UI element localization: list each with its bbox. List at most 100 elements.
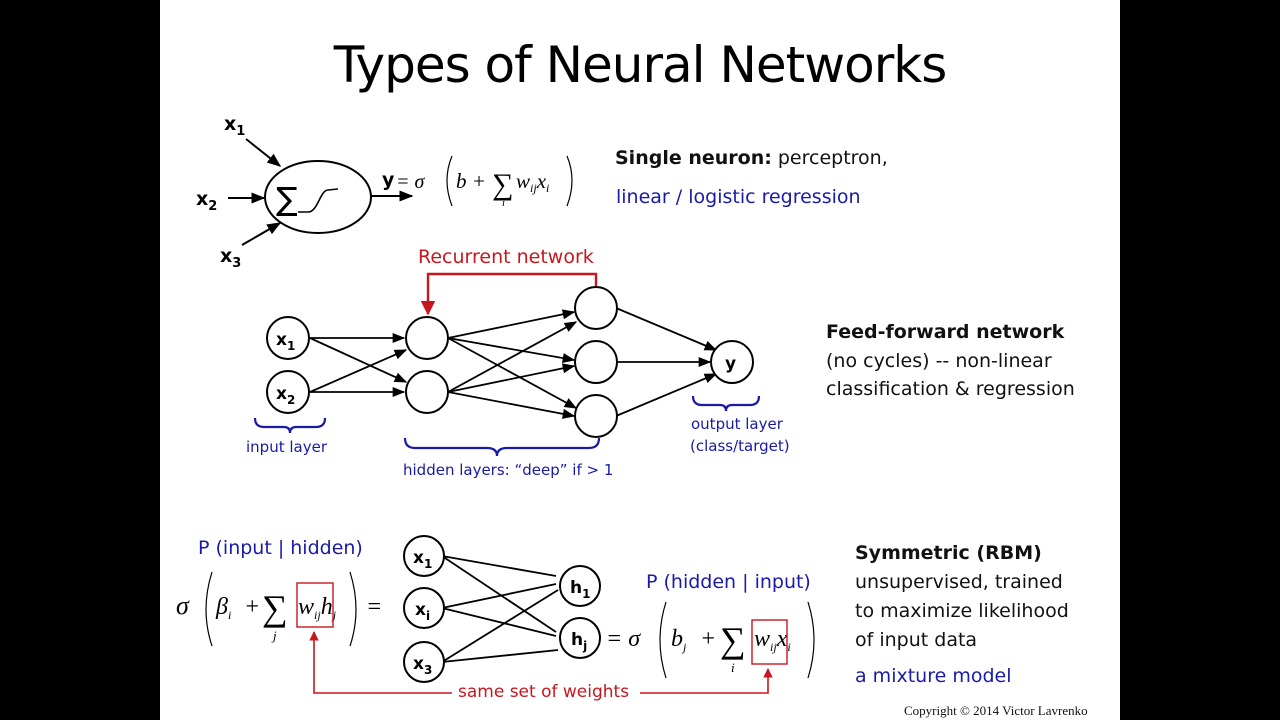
svg-text:j: j — [271, 628, 277, 643]
shared-weights-arrow-right — [640, 668, 773, 694]
svg-text:i: i — [502, 197, 505, 209]
neuron-formula: = σ b + ∑ i wijxi — [396, 155, 573, 209]
svg-text:∑: ∑ — [492, 168, 513, 201]
paren-right — [349, 571, 357, 647]
svg-text:wijhj: wijhj — [298, 594, 337, 622]
feed-forward-desc-2: classification & regression — [826, 378, 1075, 400]
svg-text:σ: σ — [176, 591, 190, 620]
hidden2-node — [574, 394, 618, 438]
neuron-input-x1: x1 — [224, 113, 245, 139]
copyright-notice: Copyright © 2014 Victor Lavrenko — [904, 703, 1088, 718]
same-weights-label: same set of weights — [458, 682, 630, 702]
svg-text:wijxi: wijxi — [516, 169, 549, 195]
edge — [309, 337, 408, 383]
visible-node — [403, 641, 445, 683]
output-node — [710, 340, 754, 384]
edge — [441, 583, 557, 609]
hidden-node — [559, 617, 601, 659]
slide: Types of Neural Networks x1 x2 x3 ∑ y — [160, 0, 1120, 720]
sigmoid-icon — [298, 188, 339, 213]
input-layer-label: input layer — [246, 438, 327, 456]
edge — [447, 321, 578, 393]
input-node-x1 — [266, 316, 310, 360]
svg-text:bj: bj — [671, 626, 687, 654]
hidden-node-label: hj — [571, 630, 587, 653]
hidden-layers-label: hidden layers: “deep” if > 1 — [403, 461, 614, 479]
rbm-right-formula: = σ bj + ∑ i wijxi — [606, 601, 815, 679]
edge — [441, 607, 557, 637]
visible-node-label: x1 — [413, 548, 432, 571]
hidden1-node — [405, 316, 449, 360]
svg-text:wijxi: wijxi — [754, 626, 791, 654]
neuron-input-x2: x2 — [196, 188, 217, 214]
paren-right — [566, 155, 573, 207]
input-layer-brace — [253, 417, 327, 434]
svg-text:∑: ∑ — [720, 620, 746, 660]
hidden-node — [559, 565, 601, 607]
svg-text:+: + — [244, 594, 260, 620]
rbm-desc-2: to maximize likelihood — [855, 600, 1069, 622]
weight-highlight-left — [296, 582, 334, 628]
slide-title: Types of Neural Networks — [333, 36, 948, 94]
visible-node-label: x3 — [413, 654, 432, 677]
visible-node — [403, 587, 445, 629]
svg-text:b +: b + — [456, 169, 486, 193]
svg-text:∑: ∑ — [262, 588, 288, 628]
visible-node-label: xi — [415, 600, 430, 623]
hidden2-node — [574, 286, 618, 330]
svg-text:=: = — [366, 594, 382, 620]
p-input-given-hidden-label: P (input | hidden) — [198, 537, 363, 559]
recurrent-network-label: Recurrent network — [418, 246, 594, 268]
edge — [441, 555, 557, 577]
rbm-subtitle: a mixture model — [855, 665, 1012, 687]
single-neuron-diagram: x1 x2 x3 ∑ y = σ b + ∑ i wijxi — [196, 113, 573, 271]
recurrent-connection — [420, 272, 598, 316]
edge — [447, 337, 578, 409]
svg-text:+: + — [700, 626, 716, 652]
single-neuron-title: Single neuron: — [615, 147, 772, 169]
hidden-node-label: h1 — [570, 578, 590, 601]
paren-right — [807, 601, 815, 679]
rbm-left-formula: σ βi + ∑ j wijhj = — [176, 571, 382, 647]
hidden2-node — [574, 340, 618, 384]
single-neuron-subtitle: linear / logistic regression — [616, 186, 861, 208]
edge — [441, 649, 559, 663]
hidden1-node — [405, 370, 449, 414]
visible-node — [403, 535, 445, 577]
p-hidden-given-input-label: P (hidden | input) — [646, 571, 811, 593]
edge — [309, 349, 408, 393]
input-arrow-x3 — [241, 222, 282, 246]
svg-text:βi: βi — [215, 594, 231, 622]
sum-icon: ∑ — [276, 180, 298, 218]
feed-forward-heading: Feed-forward network — [826, 321, 1065, 343]
output-layer-brace — [691, 395, 761, 412]
diagram-canvas: x1 x2 x3 ∑ y = σ b + ∑ i wijxi — [176, 113, 815, 694]
svg-text:= σ: = σ — [396, 171, 425, 193]
paren-left — [659, 601, 667, 679]
shared-weights-arrow-left — [309, 631, 452, 694]
output-node-label: y — [725, 354, 736, 374]
output-layer-sublabel: (class/target) — [690, 437, 790, 455]
input-node-x2-label: x2 — [276, 384, 295, 407]
rbm-diagram: x1 xi x3 h1 hj σ βi + ∑ j wijhj = = σ — [176, 535, 815, 694]
paren-left — [205, 571, 213, 647]
paren-left — [446, 155, 453, 207]
edge — [615, 307, 718, 351]
edge — [447, 337, 576, 364]
rbm-desc-3: of input data — [855, 629, 978, 651]
feed-forward-diagram: x1 x2 y — [253, 272, 761, 457]
single-neuron-heading: Single neuron: perceptron, — [615, 144, 888, 172]
single-neuron-desc: perceptron, — [771, 147, 888, 169]
weight-highlight-right — [751, 619, 788, 665]
edge — [441, 589, 559, 663]
edge — [447, 363, 576, 393]
neuron-input-x3: x3 — [220, 245, 241, 271]
svg-text:i: i — [731, 660, 735, 675]
edge — [447, 309, 576, 339]
rbm-desc-1: unsupervised, trained — [855, 571, 1063, 593]
edge — [441, 555, 557, 633]
edge — [447, 391, 576, 419]
rbm-heading: Symmetric (RBM) — [855, 542, 1042, 564]
neuron-output-y: y — [382, 169, 395, 191]
output-layer-label: output layer — [691, 415, 783, 433]
